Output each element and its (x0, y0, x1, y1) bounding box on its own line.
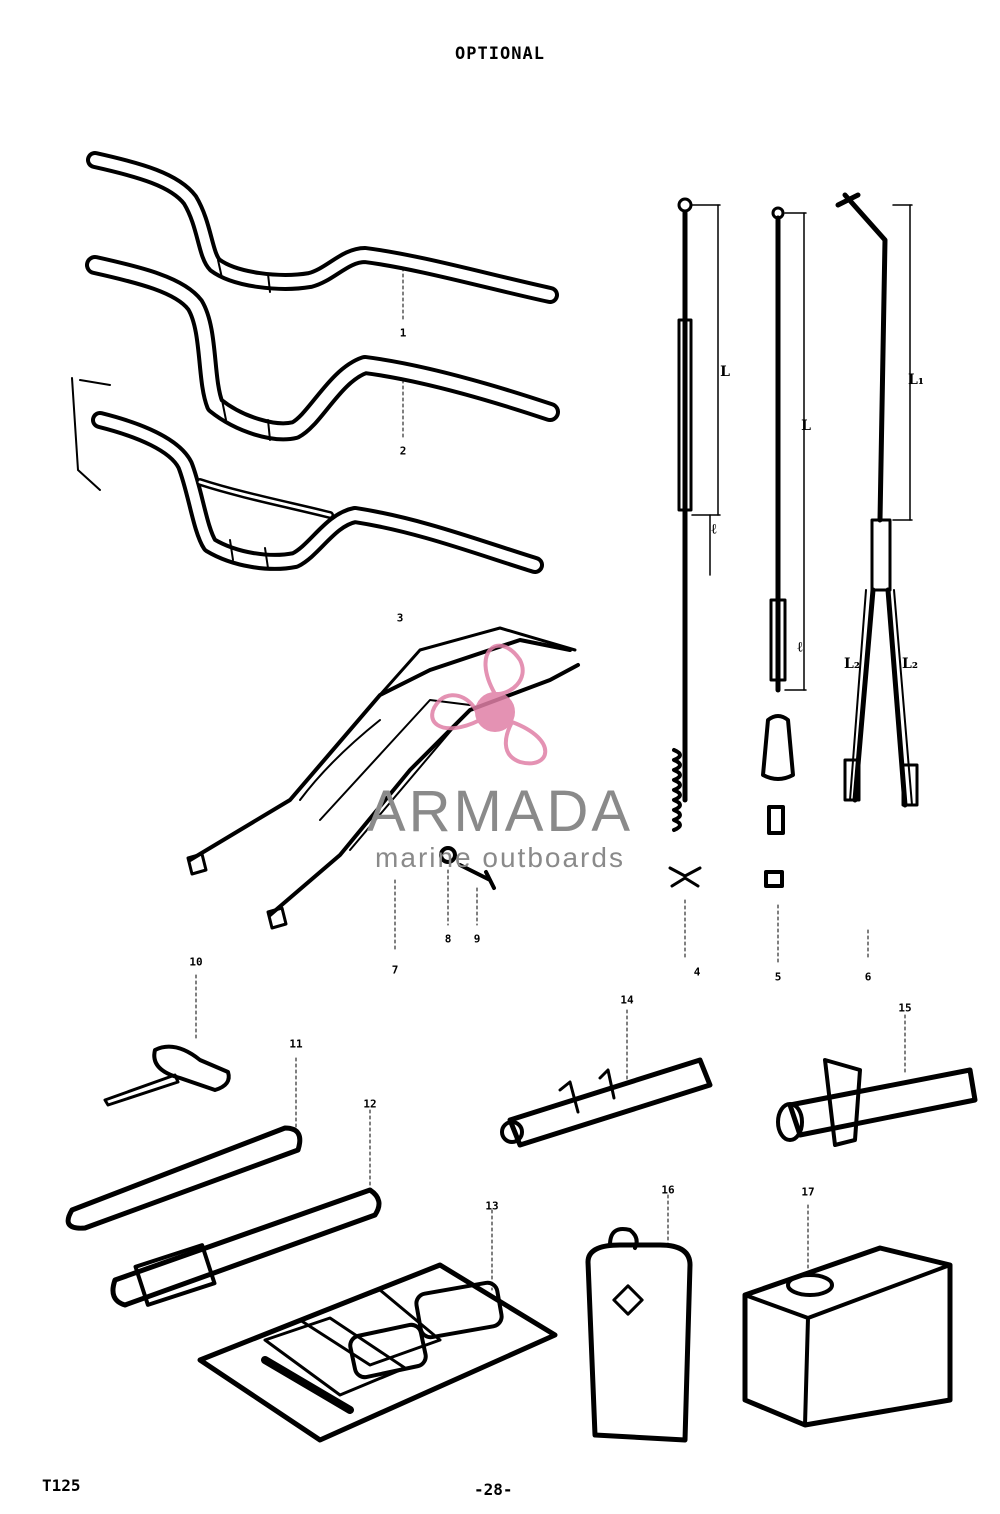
model-label: T125 (42, 1476, 81, 1495)
page-number: -28- (474, 1480, 513, 1499)
throttle-grip-15-icon (776, 1014, 978, 1147)
oil-tin-17-icon (742, 1204, 953, 1428)
part-label-12: 12 (363, 1097, 377, 1111)
handlebar-3-icon (71, 377, 544, 574)
cable-5-icon (761, 206, 807, 966)
part-label-14: 14 (620, 993, 634, 1007)
part-label-6: 6 (864, 970, 872, 984)
part-label-3: 3 (396, 611, 404, 625)
page-title: OPTIONAL (455, 44, 545, 64)
dim-label-cable4-small-l: ℓ (711, 521, 717, 538)
dim-label-cable5-l: L (801, 418, 811, 434)
dim-label-cable4-l: L (720, 364, 730, 380)
handlebar-1-icon (86, 151, 559, 304)
propeller-logo-icon (430, 643, 548, 766)
part-label-11: 11 (289, 1037, 303, 1051)
rear-frame-7-icon (186, 626, 580, 951)
t-wrench-10-icon (103, 974, 231, 1107)
tool-kit-13-icon (197, 1209, 558, 1443)
tire-pump-12-icon (110, 1109, 382, 1308)
part-label-13: 13 (485, 1199, 499, 1213)
watermark-subtitle: marine outboards (375, 842, 625, 873)
part-label-16: 16 (661, 1183, 675, 1197)
bolt-9-icon (458, 863, 496, 890)
part-label-4: 4 (693, 965, 701, 979)
dim-label-cable6-l2-right: L₂ (902, 656, 918, 672)
part-label-15: 15 (898, 1001, 912, 1015)
cable-6-icon (835, 192, 919, 961)
part-label-9: 9 (473, 932, 481, 946)
nut-8-icon (439, 846, 457, 864)
watermark-name: ARMADA (366, 779, 634, 844)
cable-4-icon (668, 197, 721, 961)
part-label-8: 8 (444, 932, 452, 946)
tool-bag-11-icon (65, 1057, 303, 1231)
part-label-7: 7 (391, 963, 399, 977)
part-label-10: 10 (189, 955, 203, 969)
handlebar-2-icon (85, 255, 560, 442)
part-label-1: 1 (399, 326, 407, 340)
throttle-grip-14-icon (500, 1009, 713, 1148)
part-label-2: 2 (399, 444, 407, 458)
dim-label-cable6-l1: L₁ (908, 372, 924, 388)
dim-label-cable5-small-l: ℓ (797, 639, 803, 656)
part-label-5: 5 (774, 970, 782, 984)
part-label-17: 17 (801, 1185, 815, 1199)
dim-label-cable6-l2-left: L₂ (844, 656, 860, 672)
oil-can-16-icon (585, 1194, 693, 1443)
